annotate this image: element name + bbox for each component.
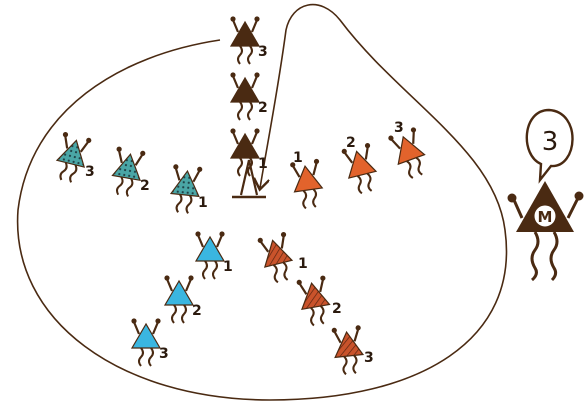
figure-orange-1 <box>290 159 326 210</box>
figure-body <box>298 281 330 309</box>
figure-label: 3 <box>159 346 169 362</box>
figure-label: 1 <box>198 195 208 211</box>
figure-label: 2 <box>346 135 356 151</box>
figure-body <box>343 148 376 178</box>
figure-body <box>57 137 90 167</box>
figure-body <box>112 152 144 180</box>
figure-red-2 <box>296 275 333 327</box>
figure-dark-3 <box>230 16 259 64</box>
speaker-letter: M <box>538 208 553 226</box>
figure-red-3 <box>331 325 365 375</box>
figure-label: 2 <box>258 100 268 116</box>
figure-label: 2 <box>332 301 342 317</box>
figure-label: 3 <box>85 164 95 180</box>
figure-label: 1 <box>293 150 303 166</box>
figure-label: 1 <box>258 156 268 172</box>
figure-red-1 <box>257 231 297 284</box>
figure-label: 2 <box>140 178 150 194</box>
figure-label: 3 <box>258 44 268 60</box>
figure-body <box>291 164 322 192</box>
figure-label: 1 <box>223 259 233 275</box>
figure-blue-2 <box>164 275 193 323</box>
figure-label: 3 <box>394 120 404 136</box>
figure-label: 3 <box>364 350 374 366</box>
speaker-figure-icon: 3 M <box>509 110 582 280</box>
figure-dark-2 <box>230 72 259 120</box>
figure-label: 1 <box>298 256 308 272</box>
figure-dark-1 <box>230 128 259 176</box>
enclosure-loop <box>18 5 507 400</box>
speech-value: 3 <box>542 127 559 157</box>
figure-blue-1 <box>195 231 224 279</box>
figure-body <box>259 237 292 267</box>
figure-blue-3 <box>131 318 160 366</box>
figure-label: 2 <box>192 303 202 319</box>
